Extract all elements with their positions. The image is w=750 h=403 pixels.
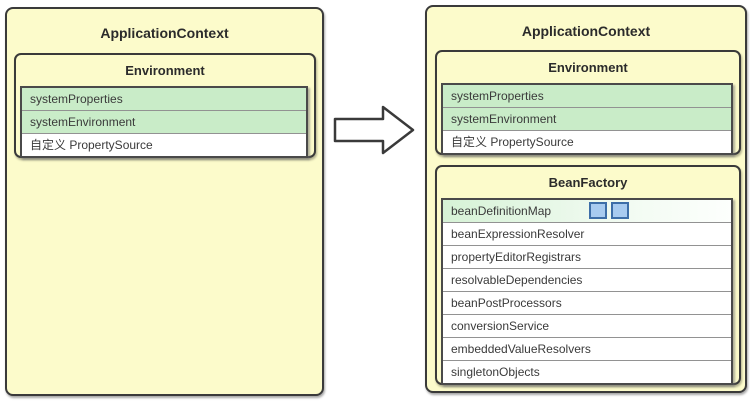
environment-title: Environment [548, 60, 628, 75]
bean-factory-box: BeanFactory beanDefinitionMap beanExpres… [435, 165, 741, 385]
environment-row-list: systemProperties systemEnvironment 自定义 P… [441, 83, 733, 155]
row-beanExpressionResolver: beanExpressionResolver [443, 222, 731, 245]
row-custom-property-source: 自定义 PropertySource [22, 133, 306, 156]
application-context-title: ApplicationContext [521, 23, 651, 39]
row-systemProperties: systemProperties [22, 88, 306, 110]
bean-marker-square-icon [611, 202, 629, 219]
right-block-arrow-icon [333, 105, 415, 155]
row-systemEnvironment: systemEnvironment [443, 107, 731, 130]
row-systemEnvironment: systemEnvironment [22, 110, 306, 133]
environment-box: Environment systemProperties systemEnvir… [435, 50, 741, 155]
bean-marker-square-icon [589, 202, 607, 219]
row-beanPostProcessors: beanPostProcessors [443, 291, 731, 314]
row-resolvableDependencies: resolvableDependencies [443, 268, 731, 291]
bean-factory-row-list: beanDefinitionMap beanExpressionResolver… [441, 198, 733, 385]
row-systemProperties: systemProperties [443, 85, 731, 107]
environment-box: Environment systemProperties systemEnvir… [14, 53, 316, 158]
application-context-box-after: ApplicationContext Environment systemPro… [425, 5, 747, 393]
environment-row-list: systemProperties systemEnvironment 自定义 P… [20, 86, 308, 158]
row-embeddedValueResolvers: embeddedValueResolvers [443, 337, 731, 360]
row-propertyEditorRegistrars: propertyEditorRegistrars [443, 245, 731, 268]
application-context-title: ApplicationContext [100, 25, 229, 41]
row-beanDefinitionMap: beanDefinitionMap [443, 200, 731, 222]
environment-title: Environment [125, 63, 205, 78]
row-conversionService: conversionService [443, 314, 731, 337]
row-singletonObjects: singletonObjects [443, 360, 731, 383]
row-custom-property-source: 自定义 PropertySource [443, 130, 731, 153]
bean-factory-title: BeanFactory [548, 175, 628, 190]
application-context-box-before: ApplicationContext Environment systemPro… [5, 7, 324, 396]
row-label: beanDefinitionMap [451, 204, 552, 218]
